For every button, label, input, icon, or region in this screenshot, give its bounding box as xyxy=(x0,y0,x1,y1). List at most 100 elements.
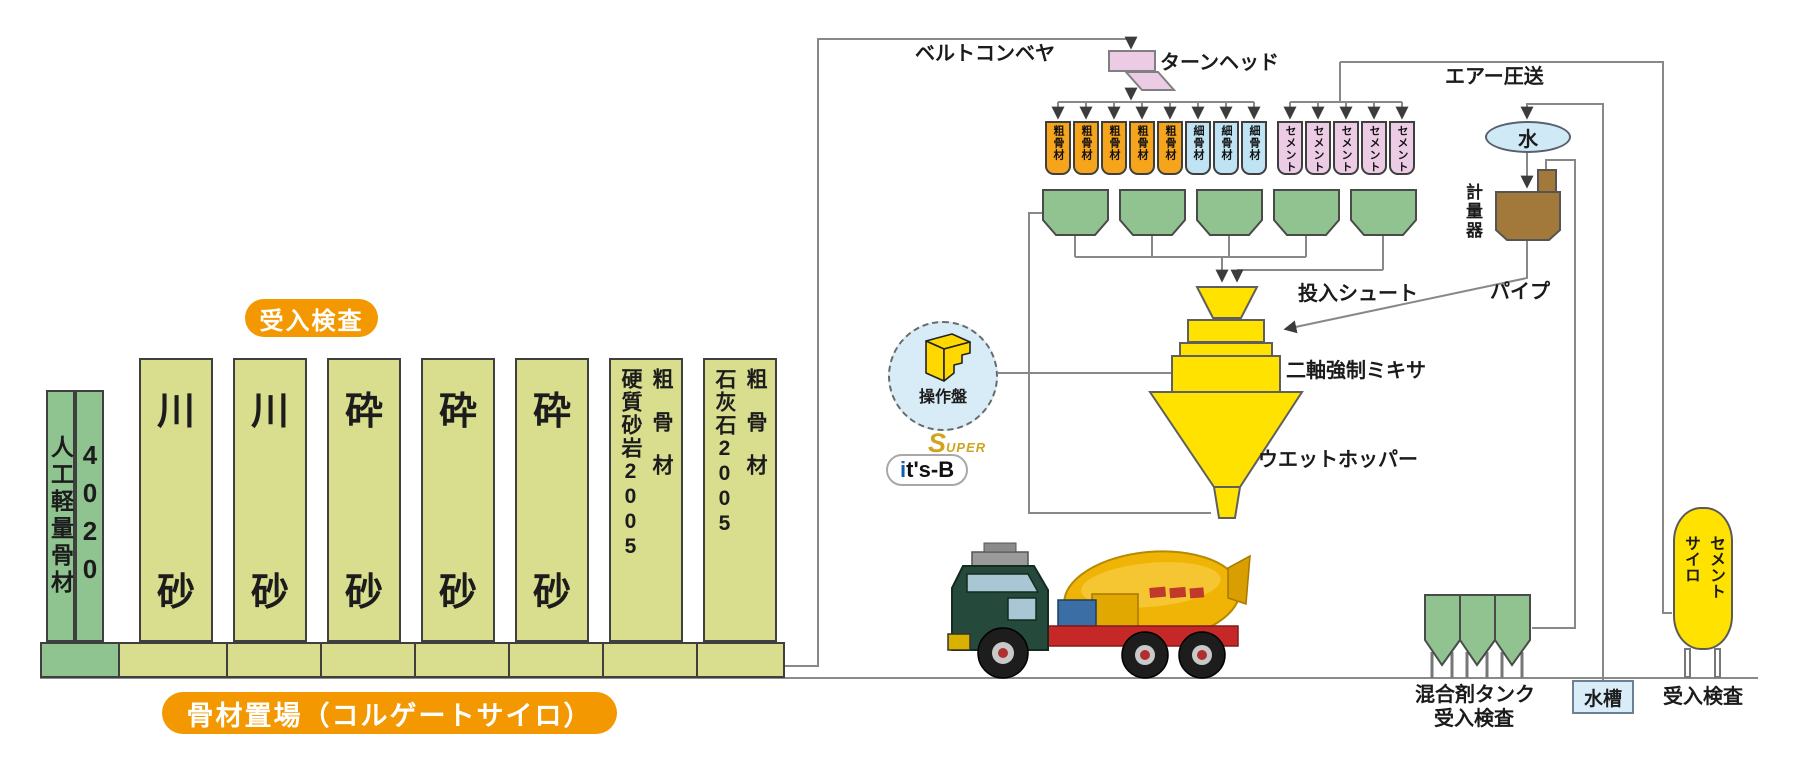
base-divider xyxy=(320,642,322,678)
cement-bin: セメント xyxy=(1277,121,1303,175)
weigh-hopper xyxy=(1042,189,1109,236)
storage-column-label: 川 xyxy=(250,391,289,433)
admixture-line xyxy=(1532,159,1576,629)
label-twin-shaft-mixer: 二軸強制ミキサ xyxy=(1286,360,1426,382)
bin-label: 細骨材 xyxy=(1248,125,1260,161)
admixture-tanks xyxy=(1424,594,1531,678)
cement-bin: セメント xyxy=(1389,121,1415,175)
its-b-logo: it's-B xyxy=(886,454,969,486)
label-turn-head: ターンヘッド xyxy=(1160,52,1279,74)
storage-column-label: 砕 xyxy=(438,391,477,433)
storage-column-label: 砕 xyxy=(532,391,571,433)
label-cement-inspection: 受入検査 xyxy=(1663,686,1743,708)
water-tank-label: 水槽 xyxy=(1583,688,1622,710)
water-tank-box: 水槽 xyxy=(1572,680,1634,714)
fine-aggregate-bin: 細骨材 xyxy=(1241,121,1267,175)
water-label: 水 xyxy=(1518,128,1538,151)
weigh-hopper xyxy=(1350,189,1417,236)
storage-column-label: 粗骨材 xyxy=(650,368,673,497)
bin-label: 粗骨材 xyxy=(1052,125,1064,161)
cement-silo-label: セメント xyxy=(1707,535,1724,599)
super-logo-s: S xyxy=(928,428,947,458)
water-line xyxy=(1520,103,1604,680)
storage-column-label: 砂 xyxy=(250,572,289,614)
twin-shaft-mixer-body xyxy=(1171,355,1281,393)
label-measuring-device: 計量器 xyxy=(1463,183,1482,240)
storage-column: 砕 砂 xyxy=(421,358,495,642)
cement-silo-label: サイロ xyxy=(1682,535,1699,583)
bin-label: セメント xyxy=(1368,125,1380,173)
bin-label: セメント xyxy=(1396,125,1408,173)
storage-column: 砕 砂 xyxy=(515,358,589,642)
admixture-tank xyxy=(1459,594,1496,667)
storage-column-label: 砂 xyxy=(532,572,571,614)
label-air-transport: エアー圧送 xyxy=(1445,66,1544,88)
cement-silo: セメント サイロ xyxy=(1673,507,1733,650)
storage-column-label: 粗骨材 xyxy=(744,368,767,497)
control-loop-line xyxy=(1028,212,1211,514)
charging-chute-shape xyxy=(1195,286,1259,319)
bin-label: セメント xyxy=(1312,125,1324,173)
cement-bin: セメント xyxy=(1361,121,1387,175)
wet-hopper-shape xyxy=(1148,391,1304,488)
base-divider xyxy=(602,642,604,678)
storage-column: 人工軽量骨材 xyxy=(46,390,75,642)
super-logo: SUPER xyxy=(928,428,986,459)
base-divider xyxy=(508,642,510,678)
storage-column-label: 砂 xyxy=(438,572,477,614)
wet-hopper-spout xyxy=(1212,486,1242,519)
air-transport-line xyxy=(1340,61,1672,614)
storage-column: 砕 砂 xyxy=(327,358,401,642)
storage-column-label: 砂 xyxy=(344,572,383,614)
water-ellipse: 水 xyxy=(1485,121,1571,153)
bin-label: 粗骨材 xyxy=(1080,125,1092,161)
storage-column-label: 川 xyxy=(156,391,195,433)
its-b-logo-i: i xyxy=(900,457,907,482)
silo-leg xyxy=(1684,648,1691,678)
bin-label: 細骨材 xyxy=(1192,125,1204,161)
base-divider xyxy=(226,642,228,678)
storage-column-label: 砂 xyxy=(156,572,195,614)
label-admixture-tank-1: 混合剤タンク xyxy=(1415,684,1535,706)
storage-column-label: 石灰石2005 xyxy=(713,368,736,537)
turn-head-chute xyxy=(1123,71,1177,91)
fine-aggregate-bin: 細骨材 xyxy=(1213,121,1239,175)
weigh-hoppers xyxy=(1042,189,1417,236)
its-b-logo-rest: t's-B xyxy=(906,457,955,482)
yard-badge: 骨材置場（コルゲートサイロ） xyxy=(162,692,617,734)
coarse-aggregate-bin: 粗骨材 xyxy=(1157,121,1183,175)
pipe-line xyxy=(1283,241,1528,334)
control-box-icon xyxy=(925,333,971,382)
bin-label: 粗骨材 xyxy=(1164,125,1176,161)
process-lines xyxy=(785,36,1672,680)
storage-column-label: 4020 xyxy=(75,440,105,592)
weigh-hopper xyxy=(1273,189,1340,236)
label-admixture-tank-2: 受入検査 xyxy=(1434,708,1514,730)
storage-column: 川 砂 xyxy=(139,358,213,642)
storage-column: 川 砂 xyxy=(233,358,307,642)
bin-label: 細骨材 xyxy=(1220,125,1232,161)
weigh-hopper xyxy=(1119,189,1186,236)
turn-head xyxy=(1108,50,1156,72)
admixture-tank xyxy=(1424,594,1461,667)
inspection-badge-top: 受入検査 xyxy=(245,299,378,337)
label-pipe: パイプ xyxy=(1490,281,1550,303)
mixer-stack xyxy=(1148,286,1304,519)
bin-label: 粗骨材 xyxy=(1136,125,1148,161)
cement-bin: セメント xyxy=(1305,121,1331,175)
coarse-aggregate-bin: 粗骨材 xyxy=(1129,121,1155,175)
base-divider xyxy=(414,642,416,678)
storage-column: 4020 xyxy=(75,390,105,642)
weigh-hopper xyxy=(1196,189,1263,236)
coarse-aggregate-bin: 粗骨材 xyxy=(1073,121,1099,175)
coarse-aggregate-bin: 粗骨材 xyxy=(1045,121,1071,175)
super-logo-rest: UPER xyxy=(946,440,987,455)
bin-label: 粗骨材 xyxy=(1108,125,1120,161)
silo-leg xyxy=(1714,648,1721,678)
admixture-tank xyxy=(1494,594,1531,667)
base-divider xyxy=(696,642,698,678)
bin-label: セメント xyxy=(1340,125,1352,173)
label-charging-chute: 投入シュート xyxy=(1298,283,1418,305)
